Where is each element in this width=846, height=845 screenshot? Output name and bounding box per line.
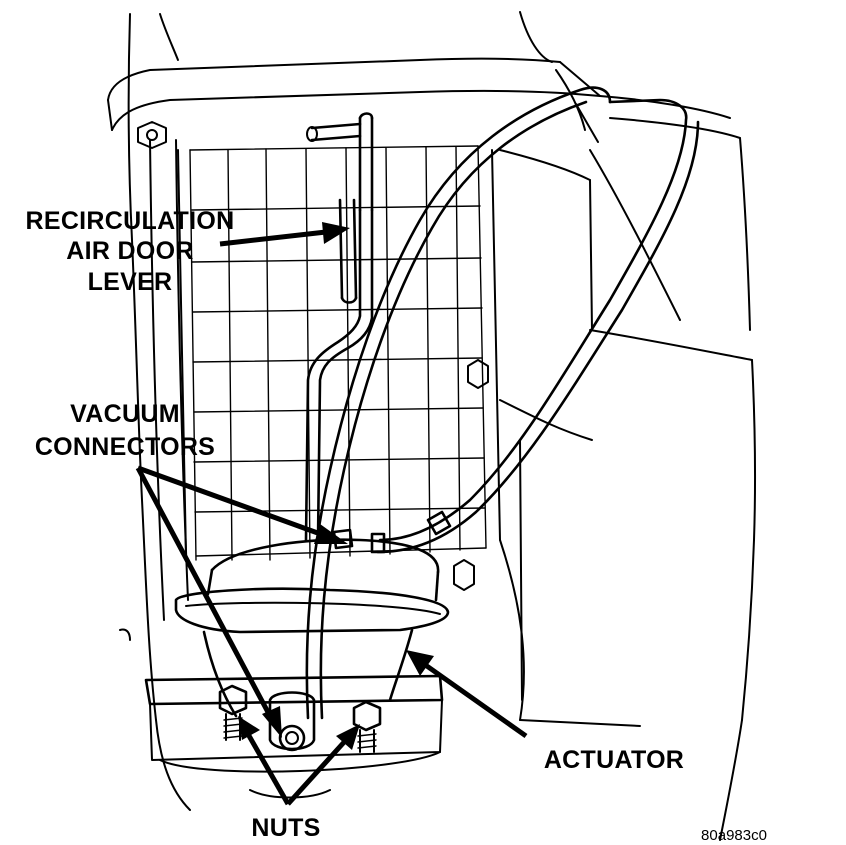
actuator-body	[144, 538, 450, 773]
housing-bottom	[119, 628, 331, 811]
leader-vacuum-connector-1	[137, 465, 348, 544]
label-recirc-line3: LEVER	[88, 268, 173, 296]
label-recirc-line2: AIR DOOR	[66, 237, 193, 265]
leader-nut-left	[238, 716, 291, 806]
housing-outline	[107, 11, 757, 841]
bolt-right-upper	[467, 359, 489, 389]
leader-nut-right	[286, 724, 360, 806]
recirculation-grille	[177, 145, 487, 561]
leader-recirc-lever	[219, 222, 350, 247]
vacuum-hoses	[305, 86, 700, 720]
label-vacuum-line2: CONNECTORS	[35, 433, 215, 461]
leader-vacuum-connector-2	[135, 466, 282, 738]
label-recirc-line1: RECIRCULATION	[26, 207, 235, 235]
label-actuator: ACTUATOR	[544, 746, 684, 774]
bolt-right-lower	[453, 559, 475, 591]
recirculation-lever	[304, 112, 374, 542]
leader-actuator	[406, 650, 528, 739]
figure-code: 80a983c0	[701, 827, 767, 844]
label-nuts: NUTS	[251, 814, 320, 842]
bolt-top-left	[137, 121, 167, 149]
label-vacuum-line1: VACUUM	[70, 400, 180, 428]
nut-right	[352, 700, 382, 753]
